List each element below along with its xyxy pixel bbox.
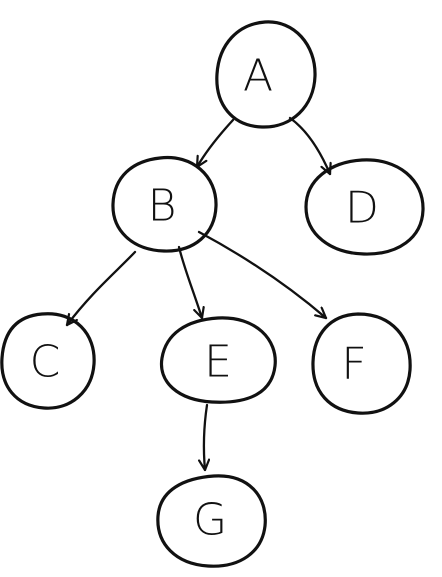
- node-g-label: G: [193, 495, 227, 546]
- node-e-circle: [159, 316, 277, 404]
- node-e: E: [159, 316, 277, 404]
- node-g: G: [156, 474, 267, 568]
- edge-b-to-c: [65, 250, 137, 327]
- node-d-circle: [304, 158, 425, 256]
- node-c: C: [0, 312, 96, 410]
- node-a-circle: [215, 20, 317, 129]
- edge-a-to-b: [195, 118, 235, 169]
- edges-layer: [65, 116, 330, 472]
- node-a: A: [215, 20, 317, 129]
- nodes-layer: A B D C E F: [0, 20, 425, 568]
- node-d-label: D: [345, 183, 379, 234]
- node-a-label: A: [243, 51, 273, 102]
- node-f-circle: [311, 312, 412, 415]
- node-c-label: C: [30, 337, 61, 388]
- edge-a-to-d: [288, 116, 330, 176]
- node-g-circle: [156, 474, 267, 568]
- node-d: D: [304, 158, 425, 256]
- node-b: B: [111, 155, 218, 253]
- edge-b-to-e: [177, 245, 202, 320]
- node-b-circle: [111, 155, 218, 253]
- edge-b-to-f: [197, 230, 328, 320]
- node-c-circle: [0, 312, 96, 410]
- node-b-label: B: [148, 181, 177, 232]
- node-e-label: E: [204, 337, 232, 388]
- edge-e-to-g: [204, 403, 207, 472]
- node-f-label: F: [341, 339, 366, 390]
- node-f: F: [311, 312, 412, 415]
